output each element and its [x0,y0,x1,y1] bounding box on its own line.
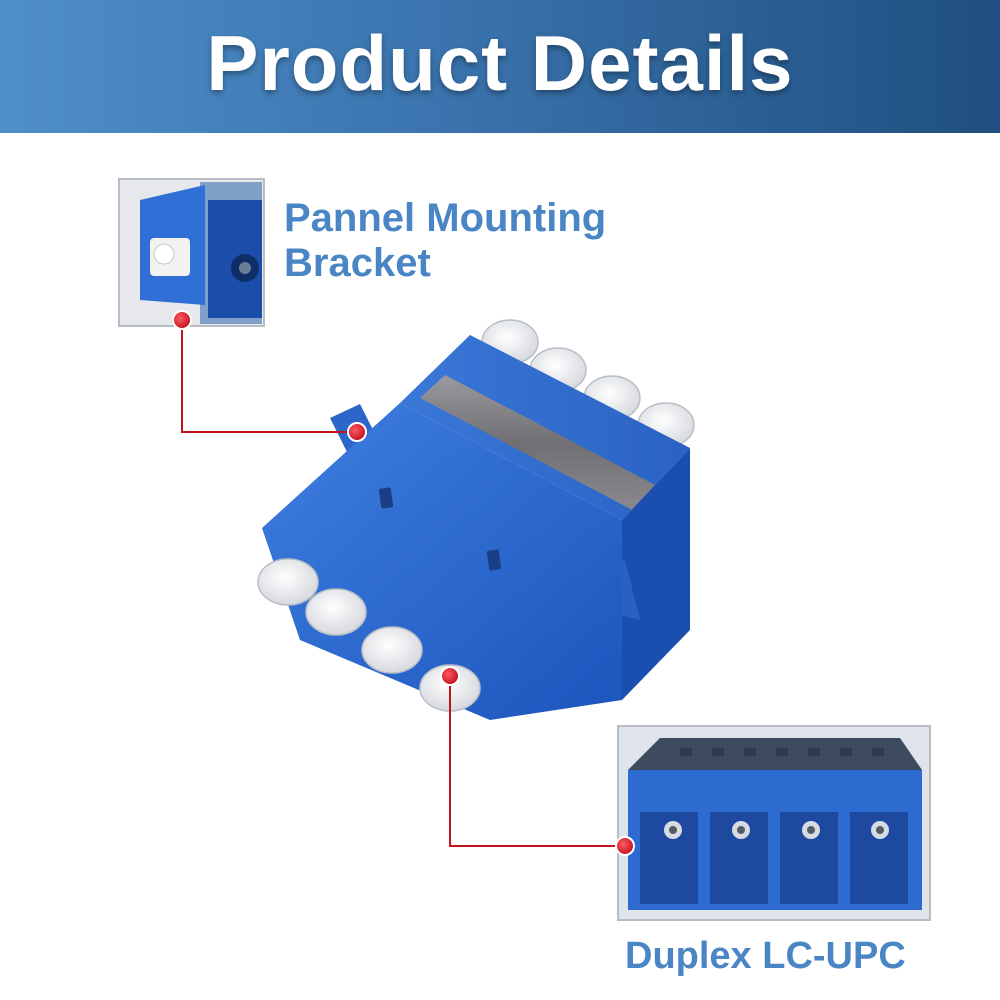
quad-lc-adapter-icon [257,319,695,720]
header-banner: Product Details [0,0,1000,133]
port-callout-line [449,676,624,847]
bracket-detail-inset [118,178,265,327]
port-detail-inset [617,725,931,921]
bracket-label: Pannel Mounting Bracket [284,196,607,285]
page-title: Product Details [206,19,794,107]
duplex-label: Duplex LC-UPC [625,935,906,977]
bracket-callout-line [181,320,356,433]
callout-dots [172,310,635,856]
